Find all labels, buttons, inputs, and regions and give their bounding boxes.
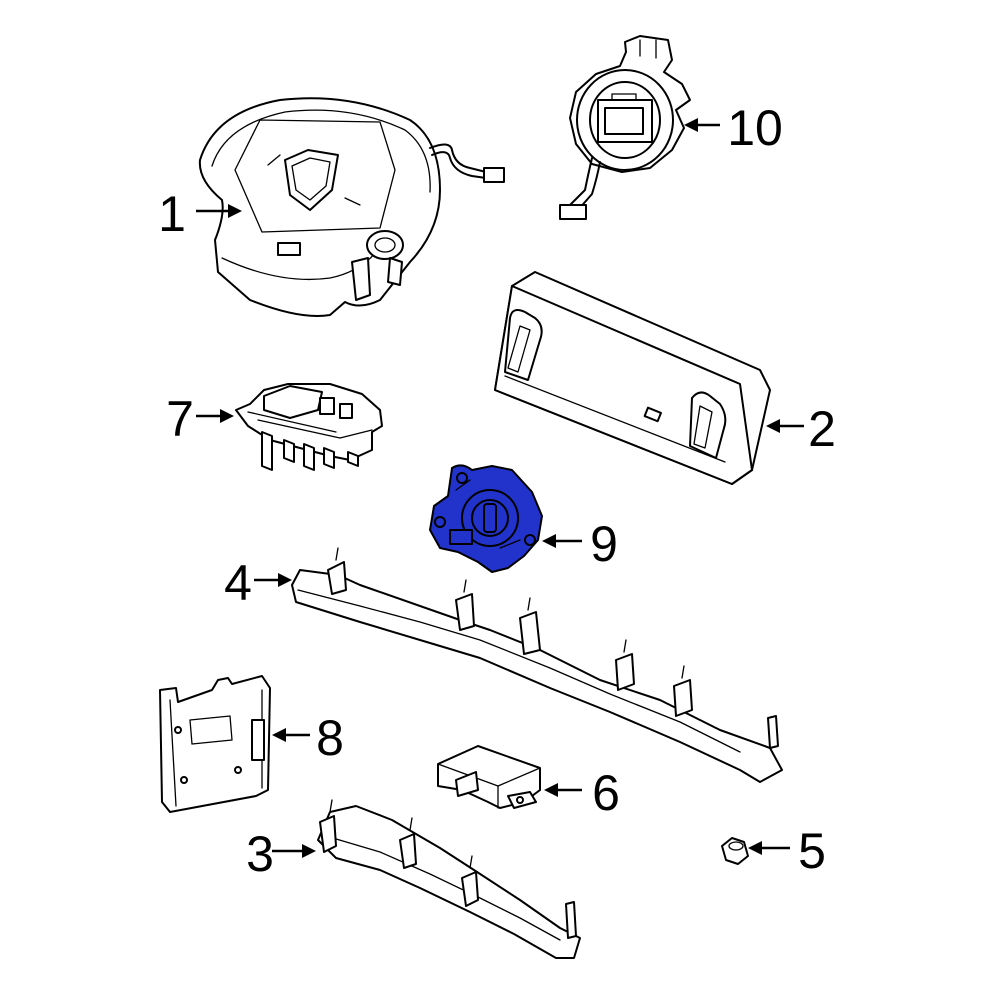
callout-7: 7 (166, 391, 234, 447)
part-2-knee-airbag-icon[interactable] (494, 271, 771, 485)
callout-label-1: 1 (158, 186, 186, 242)
callout-label-2: 2 (808, 401, 836, 457)
part-10-clockspring-icon[interactable] (559, 35, 691, 220)
part-7-control-module-icon[interactable] (235, 383, 383, 471)
callout-label-3: 3 (246, 826, 274, 882)
callout-8: 8 (272, 710, 344, 766)
part-3-bracket-lower-icon[interactable] (317, 799, 581, 959)
callout-label-8: 8 (316, 710, 344, 766)
part-1-airbag-cover-icon[interactable] (198, 97, 505, 317)
callout-label-9: 9 (590, 516, 618, 572)
callout-9: 9 (542, 516, 618, 572)
callout-3: 3 (246, 826, 316, 882)
callout-label-4: 4 (224, 555, 252, 611)
callout-10: 10 (684, 100, 783, 156)
callout-5: 5 (748, 823, 826, 879)
callout-4: 4 (224, 555, 292, 611)
part-9-ignition-switch-icon[interactable] (429, 464, 543, 573)
callout-label-7: 7 (166, 391, 194, 447)
part-4-bracket-upper-icon[interactable] (291, 547, 783, 783)
callout-1: 1 (158, 186, 242, 242)
callout-2: 2 (766, 401, 836, 457)
callout-label-6: 6 (592, 765, 620, 821)
callout-label-10: 10 (727, 100, 783, 156)
part-8-mounting-plate-icon[interactable] (159, 675, 271, 813)
part-6-sensor-icon[interactable] (437, 745, 541, 809)
callout-label-5: 5 (798, 823, 826, 879)
callout-6: 6 (544, 765, 620, 821)
part-5-nut-icon[interactable] (721, 837, 749, 865)
